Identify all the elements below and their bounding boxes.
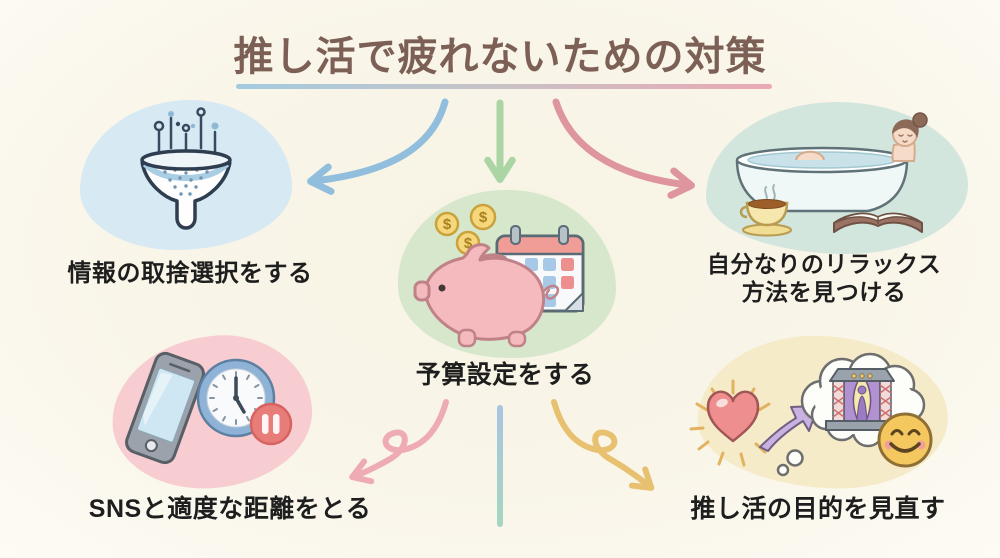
stage-icon — [825, 368, 899, 431]
arrow-budget-to-purpose — [551, 399, 655, 491]
smartphone-icon — [125, 351, 205, 465]
heart-icon — [706, 390, 760, 443]
arrow-title-to-info — [307, 98, 449, 195]
coin-icon: $ — [434, 211, 460, 237]
arrow-budget-to-sns — [349, 399, 449, 485]
funnel-icon — [123, 106, 249, 240]
circuit-lines-icon — [153, 107, 217, 156]
teacup-icon — [739, 199, 792, 237]
label-budget: 予算設定をする — [415, 361, 595, 389]
label-relax: 自分なりのリラックス 方法を見つける — [706, 251, 942, 306]
arrow-title-to-relax — [552, 98, 695, 199]
svg-text:$: $ — [443, 216, 452, 233]
svg-text:$: $ — [464, 235, 473, 252]
svg-text:$: $ — [479, 209, 488, 226]
smiley-icon — [877, 412, 933, 468]
title-underline — [236, 84, 772, 89]
label-purpose: 推し活の目的を見直す — [690, 495, 946, 523]
woman-figure — [795, 112, 928, 162]
piggy-bank-calendar-icon: $ $ $ — [413, 196, 610, 351]
book-icon — [833, 212, 923, 233]
piggy-bank-icon — [413, 243, 560, 348]
page-title: 推し活で疲れないための対策 — [233, 35, 767, 79]
smartphone-clock-icon — [125, 342, 305, 472]
heart-thought-icon — [689, 343, 940, 483]
clock-icon — [196, 358, 276, 438]
label-sns: SNSと適度な距離をとる — [88, 495, 372, 523]
bathtub-icon — [730, 112, 936, 239]
coin-icon: $ — [469, 203, 497, 231]
label-info: 情報の取捨選択をする — [67, 260, 313, 287]
pause-badge-icon — [249, 402, 293, 446]
